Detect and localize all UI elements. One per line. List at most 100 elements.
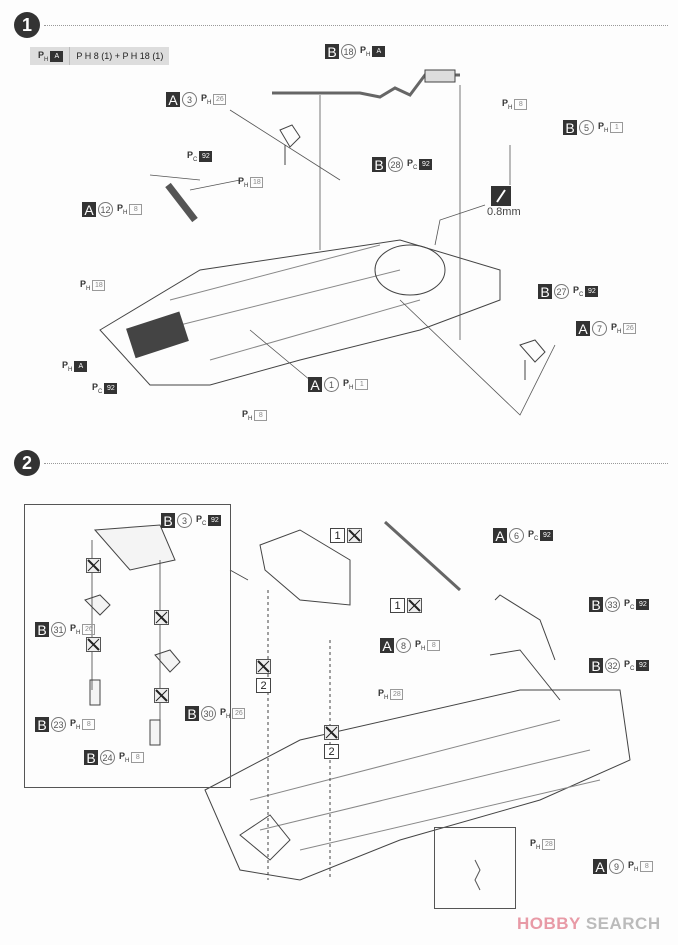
no-glue-icon [154,688,169,703]
no-glue-icon [86,637,101,652]
paint-prefix: PH [628,860,639,873]
stabilizer-bar [494,594,556,661]
paint-code: 8 [254,409,268,421]
paint-type: C [193,156,198,163]
paint-type: C [202,520,207,527]
paint-type: H [536,844,541,851]
part-sprue-letter: A [166,92,180,108]
paint-type: H [76,724,81,731]
paint-code: 8 [129,204,143,215]
part-sprue-letter: A [576,321,590,337]
paint-prefix: PH [378,688,389,701]
paint-prefix: PH [70,623,81,636]
paint-code: 92 [419,159,433,170]
paint-code: 1 [610,122,624,133]
part-number: 28 [388,157,403,172]
paint-code: 26 [623,323,637,334]
paint-prefix: PH [117,203,128,216]
part-number: 27 [554,284,569,299]
paint-prefix: PH [598,121,609,134]
part-sprue-letter: B [538,284,552,300]
part-sprue-letter: B [35,622,49,638]
paint-prefix: PC [407,158,418,171]
paint-prefix: PH [119,751,130,764]
part-sprue-letter: B [589,658,603,674]
no-glue-icon [347,528,362,543]
part-sprue-letter: B [325,44,339,60]
step-2-divider [44,463,668,464]
paint-prefix: PH [201,93,212,106]
step-1-badge: 1 [14,12,40,38]
paint-type: H [349,384,354,391]
paint-code: 92 [208,515,222,526]
paint-code: 8 [82,719,96,730]
paint-code: 92 [585,286,599,297]
part-number: 7 [592,321,607,336]
paint-type: H [248,415,253,422]
no-glue-icon [324,725,339,740]
paint-prefix: PH [502,98,513,111]
paint-type: H [226,713,231,720]
paint-code: 92 [540,530,554,541]
sub-assembly-inset [24,504,231,788]
paint-prefix: PH [38,49,49,63]
paint-type: H [207,99,212,106]
part-sprue-letter: B [563,120,577,136]
paint-type: C [579,291,584,298]
part-sprue-letter: A [82,202,96,218]
part-number: 8 [396,638,411,653]
paint-type: H [634,866,639,873]
part-number: 3 [182,92,197,107]
paint-type: H [508,104,513,111]
paint-type: H [384,694,389,701]
watermark-logo: HOBBY SEARCH [517,914,661,933]
paint-code: 8 [640,861,654,872]
paint-type: C [630,604,635,611]
paint-type: H [68,366,73,373]
paint-code: 8 [514,98,528,110]
part-number: 32 [605,658,620,673]
paint-type: H [76,629,81,636]
paint-prefix: PH [360,45,371,58]
fuel-tank [374,244,446,296]
paint-type: C [630,665,635,672]
part-number: 12 [98,202,113,217]
part-number: 23 [51,717,66,732]
paint-prefix: PC [573,285,584,298]
paint-type: H [617,328,622,335]
paint-code: 92 [636,660,650,671]
paint-prefix: PC [92,382,103,395]
sub-step-marker: 1 [390,598,405,613]
paint-code: A [50,50,64,62]
leader-lines-step1 [149,85,556,416]
paint-prefix: PC [624,598,635,611]
paint-code: 28 [542,838,556,850]
paint-prefix: PH [220,707,231,720]
sub-step-marker: 1 [330,528,345,543]
hub-part-a7 [519,339,546,380]
tie-rod [383,520,462,592]
no-glue-icon [154,610,169,625]
paint-legend-code: PH A [30,47,69,65]
paint-prefix: PH [70,718,81,731]
chassis-frame-step1 [99,239,501,386]
paint-code: 92 [199,150,213,162]
paint-type: H [86,285,91,292]
